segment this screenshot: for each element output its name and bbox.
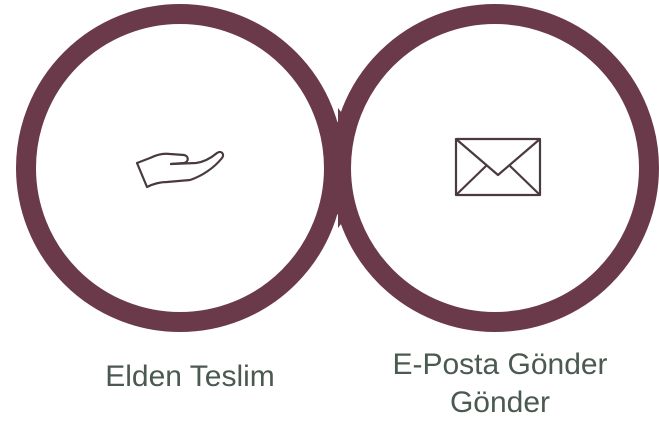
email-send-ring[interactable] — [331, 4, 659, 332]
envelope-icon — [454, 137, 542, 197]
hand-delivery-option[interactable] — [16, 4, 344, 332]
hand-delivery-label[interactable]: Elden Teslim — [105, 360, 275, 393]
open-hand-icon — [135, 150, 225, 189]
email-send-label-line2: Gönder — [449, 386, 551, 419]
email-send-option[interactable] — [331, 4, 659, 332]
email-send-label-line1: E-Posta Gönder — [392, 348, 608, 381]
email-send-label[interactable]: E-Posta Gönder Gönder — [350, 346, 650, 422]
hand-delivery-ring[interactable] — [16, 4, 344, 332]
